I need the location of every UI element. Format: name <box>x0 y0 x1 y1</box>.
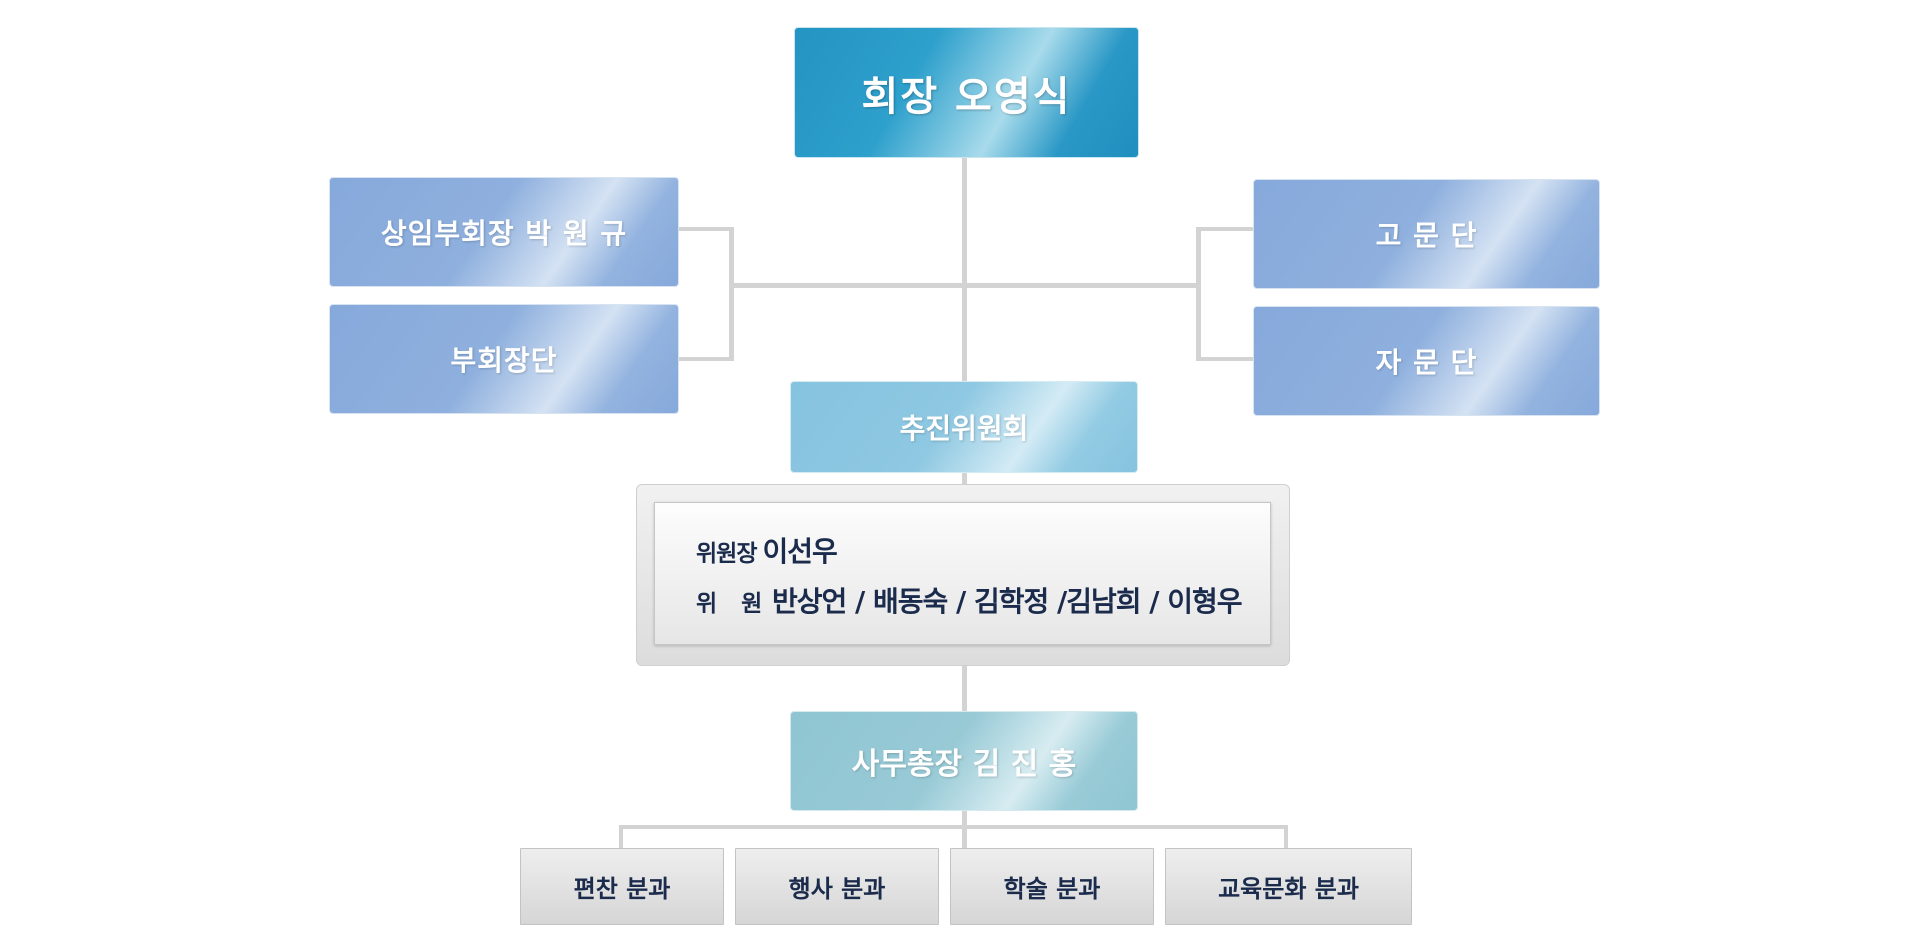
secretary-general-label: 사무총장 김 진 홍 <box>851 747 1077 782</box>
connector-division-4 <box>1284 825 1288 848</box>
connector-panel-secretary <box>962 665 967 711</box>
connector-main-horizontal <box>734 283 1199 288</box>
connector-committee-panel <box>962 473 967 485</box>
committee-members-row: 위 원 반상언 / 배동숙 / 김학정 /김남희 / 이형우 <box>696 580 1243 620</box>
chair-role-label: 위원장 <box>696 541 757 567</box>
president-box: 회장 오영식 <box>794 27 1139 158</box>
committee-box: 추진위원회 <box>790 381 1138 473</box>
members-names: 반상언 / 배동숙 / 김학정 /김남희 / 이형우 <box>772 585 1243 618</box>
consultants-label: 자 문 단 <box>1375 346 1478 379</box>
division-label: 편찬 분과 <box>573 875 671 903</box>
division-label: 교육문화 분과 <box>1218 875 1359 903</box>
division-label: 행사 분과 <box>788 875 886 903</box>
division-box-events: 행사 분과 <box>735 848 939 925</box>
connector-left-bracket <box>729 227 734 361</box>
advisors-box: 고 문 단 <box>1253 179 1600 289</box>
president-label: 회장 오영식 <box>861 73 1072 120</box>
secretary-general-box: 사무총장 김 진 홍 <box>790 711 1138 811</box>
connector-left-stub-top <box>679 227 734 231</box>
division-box-compilation: 편찬 분과 <box>520 848 724 925</box>
committee-chair-row: 위원장 이선우 <box>696 530 838 570</box>
division-box-academic: 학술 분과 <box>950 848 1154 925</box>
connector-division-1 <box>619 825 623 848</box>
connector-right-bracket <box>1196 227 1201 361</box>
chair-name: 이선우 <box>762 535 837 568</box>
division-label: 학술 분과 <box>1003 875 1101 903</box>
members-role-label: 위 원 <box>696 591 763 617</box>
senior-vice-president-label: 상임부회장 박 원 규 <box>380 217 628 250</box>
connector-left-stub-bottom <box>679 357 734 361</box>
committee-label: 추진위원회 <box>899 412 1029 445</box>
advisors-label: 고 문 단 <box>1375 219 1478 252</box>
consultants-box: 자 문 단 <box>1253 306 1600 416</box>
division-box-education-culture: 교육문화 분과 <box>1165 848 1412 925</box>
connector-main-vertical <box>962 158 967 381</box>
connector-secretary-divisions <box>962 811 967 848</box>
senior-vice-president-box: 상임부회장 박 원 규 <box>329 177 679 287</box>
connector-right-stub-top <box>1196 227 1253 231</box>
vice-presidents-label: 부회장단 <box>450 344 558 377</box>
connector-right-stub-bottom <box>1196 357 1253 361</box>
connector-divisions-horizontal <box>619 825 1288 829</box>
vice-presidents-box: 부회장단 <box>329 304 679 414</box>
committee-members-card <box>654 502 1271 645</box>
